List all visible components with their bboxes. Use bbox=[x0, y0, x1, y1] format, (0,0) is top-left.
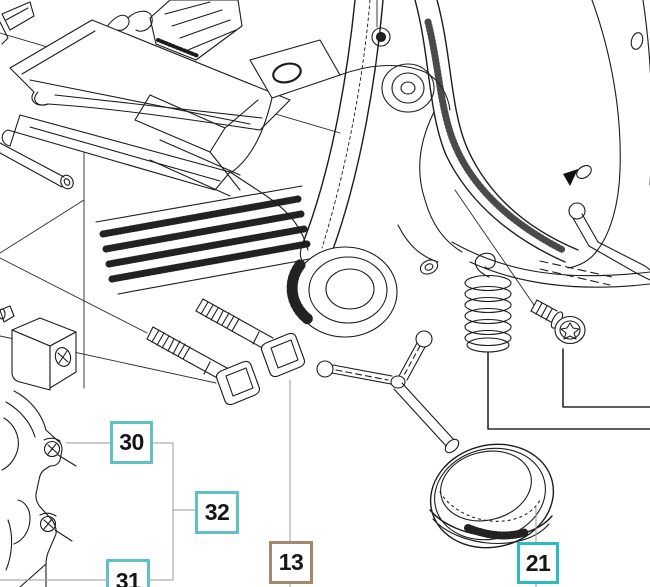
callout-box-21[interactable]: 21 bbox=[517, 542, 559, 584]
callout-box-13[interactable]: 13 bbox=[269, 541, 313, 584]
part-number-label: 13 bbox=[278, 549, 304, 575]
crankcase-assembly-icon bbox=[134, 0, 463, 338]
callout-box-32[interactable]: 32 bbox=[195, 491, 239, 534]
square-head-bolt-upper-icon bbox=[195, 298, 306, 378]
vent-grille-icon bbox=[95, 185, 316, 295]
shroud-fins-icon bbox=[0, 0, 243, 61]
part-number-label: 21 bbox=[525, 549, 551, 576]
part-number-label: 30 bbox=[119, 429, 144, 455]
torx-screw-icon bbox=[530, 299, 586, 345]
heat-shield-plate-icon bbox=[1, 19, 291, 191]
edge-leader-lines bbox=[487, 348, 650, 430]
clamp-block-icon bbox=[0, 305, 77, 391]
callout-leader-lines bbox=[0, 379, 537, 587]
support-bracket-icon bbox=[1, 390, 77, 587]
fuel-cap-icon bbox=[429, 443, 555, 549]
callout-box-31[interactable]: 31 bbox=[106, 559, 150, 587]
callout-box-30[interactable]: 30 bbox=[110, 421, 153, 464]
coil-spring-icon bbox=[464, 252, 512, 353]
square-head-bolt-lower-icon bbox=[146, 326, 261, 406]
pin-tube-icon bbox=[0, 142, 74, 190]
part-number-label: 32 bbox=[204, 499, 230, 525]
part-number-label: 31 bbox=[115, 567, 141, 587]
wishbone-rod-icon bbox=[316, 330, 460, 454]
bent-rod-icon bbox=[539, 202, 650, 286]
